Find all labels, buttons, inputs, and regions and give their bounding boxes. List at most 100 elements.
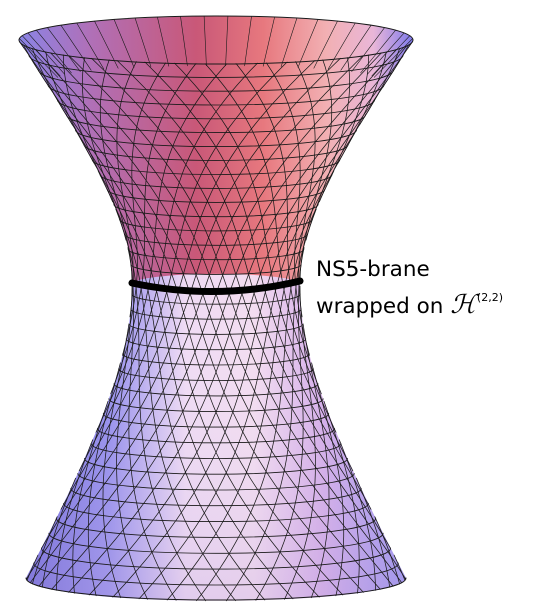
annotation-line-2: wrapped on ℋ(2,2)	[316, 284, 503, 321]
ruling-line	[337, 51, 387, 164]
ruling-line	[302, 324, 330, 599]
symbol-superscript: (2,2)	[476, 291, 503, 304]
latitude-line	[130, 308, 302, 320]
latitude-line	[96, 428, 336, 444]
ruling-line	[112, 55, 404, 598]
ruling-line	[204, 63, 337, 433]
inner-mesh-line	[180, 16, 188, 67]
ruling-line	[305, 57, 350, 241]
ruling-line	[87, 362, 121, 597]
ruling-line	[116, 61, 137, 318]
ruling-line	[382, 44, 409, 87]
inner-mesh-line	[76, 22, 105, 70]
ruling-line	[299, 59, 333, 279]
latitude-line	[38, 69, 394, 92]
ruling-line	[91, 57, 407, 580]
ruling-line	[29, 55, 364, 584]
ns5-brane-waist-band	[128, 277, 304, 295]
latitude-line	[106, 188, 326, 203]
ruling-line	[338, 439, 376, 591]
ruling-line	[359, 48, 401, 126]
ruling-line	[25, 45, 364, 593]
ruling-line	[18, 40, 25, 49]
latitude-line	[55, 517, 377, 538]
inner-mesh-line	[327, 22, 356, 70]
latitude-line	[70, 487, 362, 507]
ruling-line	[45, 51, 95, 164]
ruling-line	[31, 48, 73, 126]
latitude-line	[33, 562, 399, 586]
latitude-line	[130, 263, 302, 275]
ruling-line	[374, 516, 400, 585]
ruling-line	[56, 439, 94, 591]
inner-mesh-line	[94, 20, 119, 69]
inner-mesh-line	[19, 38, 59, 78]
latitude-line	[125, 338, 307, 351]
ruling-line	[99, 59, 133, 279]
ruling-line	[323, 400, 360, 594]
top-rim	[18, 15, 414, 65]
inner-mesh-line	[313, 20, 338, 69]
inner-mesh-line	[113, 19, 135, 68]
latitude-line	[48, 532, 384, 554]
inner-mesh-line	[297, 19, 319, 68]
latitude-line	[84, 457, 348, 475]
ruling-line	[25, 57, 341, 580]
latitude-line	[56, 99, 376, 120]
ruling-line	[266, 62, 310, 356]
brane-annotation: NS5-brane wrapped on ℋ(2,2)	[316, 256, 503, 321]
ruling-line	[72, 400, 109, 594]
inner-mesh-line	[60, 24, 92, 71]
ruling-line	[60, 61, 288, 510]
latitude-line	[119, 218, 313, 232]
latitude-line	[66, 114, 366, 134]
ruling-line	[28, 55, 320, 598]
ruling-line	[38, 52, 382, 587]
latitude-line	[83, 144, 349, 161]
ruling-line	[53, 93, 294, 600]
ruling-line	[311, 362, 345, 597]
ruling-line	[393, 554, 406, 581]
surface-mesh-grid	[18, 15, 414, 602]
ruling-line	[102, 324, 130, 599]
inner-mesh-line	[225, 15, 229, 66]
ruling-line	[235, 63, 322, 395]
inner-mesh-line	[157, 16, 170, 67]
inner-mesh-line	[134, 17, 152, 67]
latitude-line	[124, 233, 308, 246]
upper-sheet	[19, 16, 413, 295]
bottom-rim	[25, 577, 407, 601]
ruling-line	[41, 60, 316, 549]
ruling-line	[110, 63, 197, 395]
latitude-line	[131, 293, 301, 305]
latitude-line	[113, 383, 319, 397]
ruling-line	[41, 477, 76, 588]
latitude-line	[40, 547, 392, 570]
ruling-line	[23, 44, 50, 87]
latitude-line	[63, 502, 369, 523]
ruling-line	[50, 52, 394, 587]
lower-sheet-shade	[26, 273, 406, 601]
ruling-line	[138, 93, 379, 600]
latitude-line	[118, 368, 314, 381]
ruling-line	[225, 208, 317, 602]
ruling-line	[356, 477, 391, 588]
ruling-line	[68, 55, 403, 584]
latitude-line	[47, 84, 385, 106]
inner-mesh-line	[360, 29, 396, 74]
inner-mesh-line	[351, 27, 385, 72]
ruling-line	[62, 54, 113, 203]
ruling-line	[97, 170, 236, 602]
latitude-line	[90, 443, 342, 459]
inner-mesh-line	[340, 24, 372, 71]
inner-mesh-line	[280, 17, 298, 67]
ruling-line	[319, 54, 370, 203]
inner-mesh-line	[373, 38, 413, 78]
inner-mesh-line	[262, 16, 275, 67]
inner-mesh-line	[203, 15, 207, 66]
ruling-line	[35, 49, 381, 590]
annotation-line-2-prefix: wrapped on	[316, 294, 451, 319]
ruling-line	[68, 45, 407, 593]
latitude-line	[102, 413, 330, 428]
ruling-line	[284, 285, 316, 600]
